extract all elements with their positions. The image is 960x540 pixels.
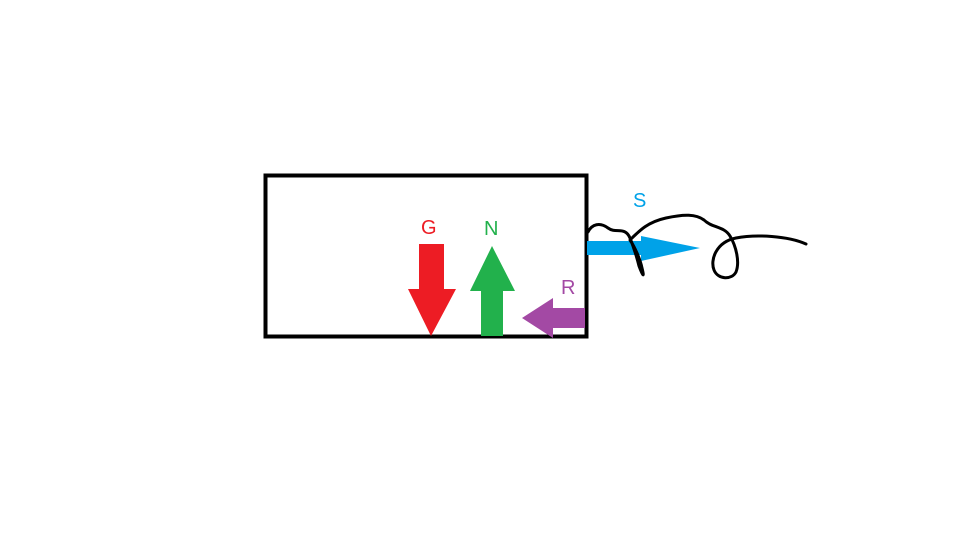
friction-label: R xyxy=(561,277,575,299)
string-label: S xyxy=(633,190,646,212)
rope xyxy=(586,213,808,280)
normal-label: N xyxy=(484,218,498,240)
gravity-label: G xyxy=(421,217,437,239)
box xyxy=(263,173,589,339)
normal-arrow xyxy=(470,246,515,336)
friction-arrow xyxy=(522,298,585,338)
gravity-arrow xyxy=(408,244,456,336)
string-arrow xyxy=(587,236,700,261)
